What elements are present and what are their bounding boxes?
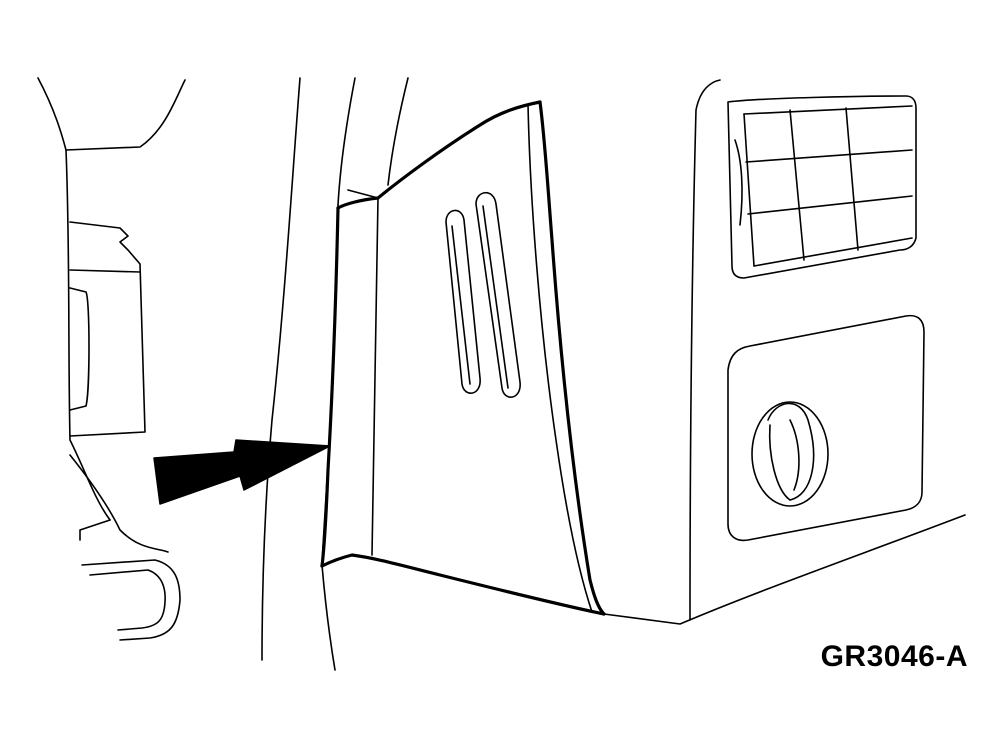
figure-id-label: GR3046-A — [820, 640, 968, 673]
instrument-panel — [603, 79, 966, 625]
headlamp-switch-knob — [751, 401, 829, 507]
lower-trim-panel — [320, 100, 606, 616]
vent-slot-left — [445, 209, 481, 394]
left-column-shroud — [37, 77, 186, 641]
vent-slot-right — [475, 191, 521, 398]
a-pillar — [261, 77, 409, 671]
switch-housing — [727, 314, 925, 542]
grille — [727, 95, 917, 279]
arrow-icon — [153, 439, 331, 505]
